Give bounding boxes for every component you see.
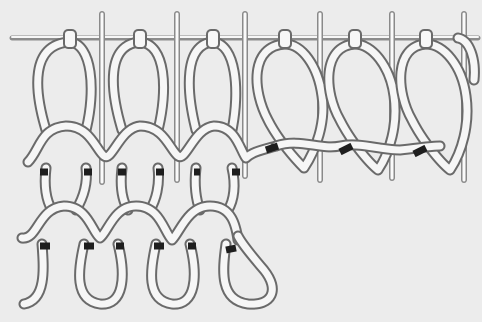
- hook-5: [349, 30, 361, 48]
- hook-2: [134, 30, 146, 48]
- hook-4: [279, 30, 291, 48]
- upper-loop-1: [38, 42, 91, 130]
- upper-loop-2: [113, 42, 163, 130]
- hook-6: [420, 30, 432, 48]
- upper-loop-3: [189, 42, 235, 130]
- bottom-loop-1: [80, 244, 123, 304]
- lower-stitch-row: [22, 206, 238, 240]
- bottom-loop-2: [152, 244, 195, 304]
- upper-loops: [38, 42, 236, 130]
- bottom-left-tail: [24, 244, 43, 304]
- middle-stitch-row: [28, 126, 440, 162]
- hook-1: [64, 30, 76, 48]
- hook-3: [207, 30, 219, 48]
